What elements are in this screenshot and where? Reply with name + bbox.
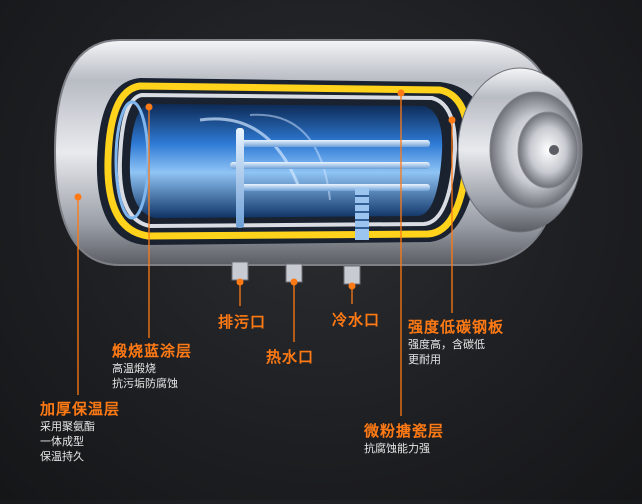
- end-cap: [457, 67, 583, 233]
- label-drain-port: 排污口: [218, 313, 267, 331]
- desc-insulation-3: 保温持久: [40, 450, 84, 463]
- desc-steel-plate-2: 更耐用: [408, 353, 441, 366]
- bottom-ports: [231, 261, 361, 285]
- label-cold-water-port: 冷水口: [332, 311, 381, 329]
- leader-dots: [74, 89, 456, 290]
- label-steel-plate: 强度低碳钢板: [408, 318, 505, 336]
- desc-enamel-coating-1: 高温煅烧: [112, 362, 156, 375]
- leader-lines: [77, 93, 453, 416]
- label-hot-water-port: 热水口: [266, 348, 315, 366]
- desc-steel-plate-1: 强度高，含碳低: [408, 338, 485, 351]
- desc-enamel-layer-1: 抗腐蚀能力强: [364, 442, 430, 455]
- steel-plate: [117, 92, 458, 229]
- tank-end-ring: [114, 100, 150, 220]
- desc-insulation-1: 采用聚氨酯: [40, 420, 95, 433]
- label-enamel-layer: 微粉搪瓷层: [364, 422, 445, 440]
- heating-element: [230, 128, 430, 240]
- desc-insulation-2: 一体成型: [40, 435, 84, 448]
- desc-enamel-coating-2: 抗污垢防腐蚀: [112, 377, 178, 390]
- label-enamel-coating: 煅烧蓝涂层: [112, 342, 193, 360]
- label-insulation: 加厚保温层: [40, 400, 121, 418]
